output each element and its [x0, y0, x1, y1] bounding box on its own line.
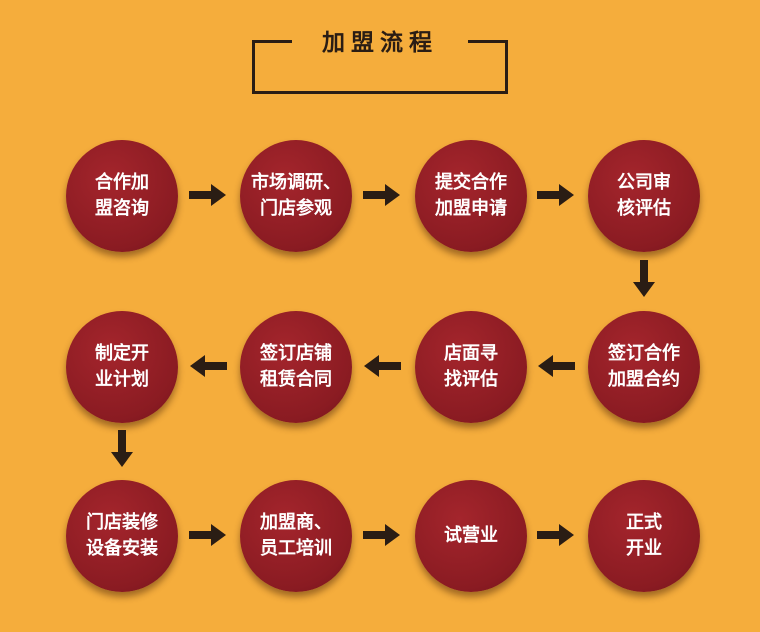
arrow-left-icon	[190, 355, 227, 377]
step-7-node: 签订店铺 租赁合同	[240, 311, 352, 423]
step-12-node: 正式 开业	[588, 480, 700, 592]
step-4-node: 公司审 核评估	[588, 140, 700, 252]
arrow-left-icon	[364, 355, 401, 377]
diagram-title: 加盟流程	[292, 30, 468, 56]
step-11-node: 试营业	[415, 480, 527, 592]
step-5-node: 签订合作 加盟合约	[588, 311, 700, 423]
arrow-left-icon	[538, 355, 575, 377]
arrow-right-icon	[363, 524, 400, 546]
arrow-right-icon	[189, 184, 226, 206]
step-9-node: 门店装修 设备安装	[66, 480, 178, 592]
step-3-node: 提交合作 加盟申请	[415, 140, 527, 252]
step-6-node: 店面寻 找评估	[415, 311, 527, 423]
arrow-right-icon	[189, 524, 226, 546]
step-2-node: 市场调研、 门店参观	[240, 140, 352, 252]
arrow-right-icon	[537, 524, 574, 546]
arrow-right-icon	[537, 184, 574, 206]
step-1-node: 合作加 盟咨询	[66, 140, 178, 252]
arrow-right-icon	[363, 184, 400, 206]
step-8-node: 制定开 业计划	[66, 311, 178, 423]
step-10-node: 加盟商、 员工培训	[240, 480, 352, 592]
arrow-down-icon	[633, 260, 655, 297]
arrow-down-icon	[111, 430, 133, 467]
